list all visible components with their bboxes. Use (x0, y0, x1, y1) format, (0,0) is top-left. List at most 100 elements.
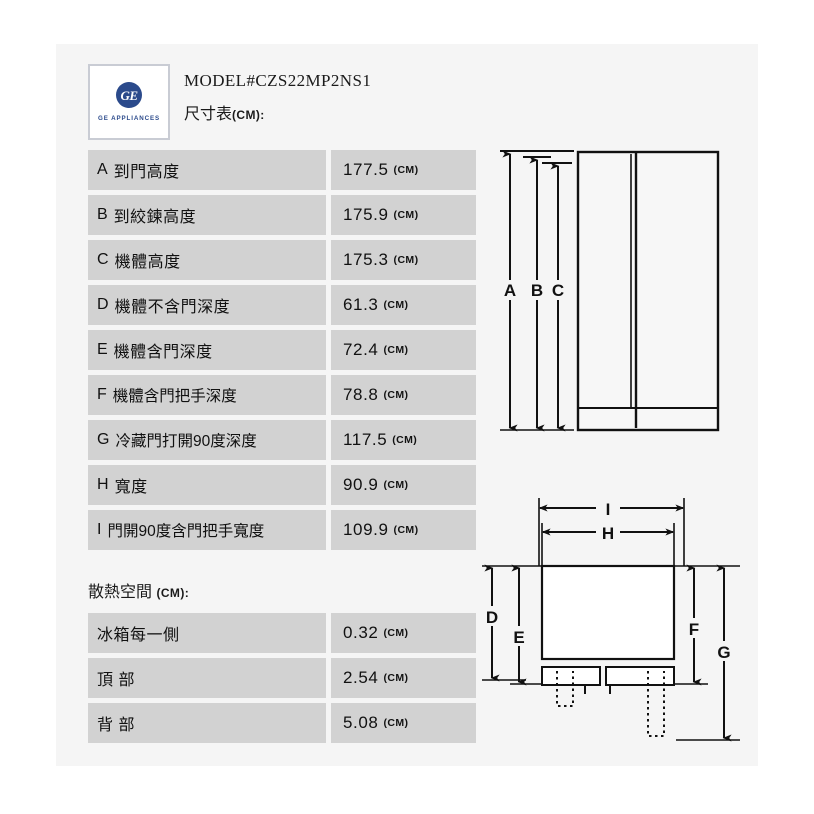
row-value-cell: 78.8 (CM) (331, 375, 476, 415)
row-value: 109.9 (343, 520, 389, 539)
row-unit: (CM) (393, 524, 419, 536)
row-label: 頂 部 (97, 672, 135, 689)
row-value-cell: 90.9 (CM) (331, 465, 476, 505)
row-label-cell: 背 部 (88, 703, 326, 743)
row-value-cell: 72.4 (CM) (331, 330, 476, 370)
row-letter: D (97, 296, 109, 313)
row-unit: (CM) (383, 344, 409, 356)
row-value-cell: 175.3 (CM) (331, 240, 476, 280)
row-value-cell: 2.54 (CM) (331, 658, 476, 698)
row-label-cell: I 門開90度含門把手寬度 (88, 510, 326, 550)
table-row: A 到門高度 177.5 (CM) (88, 150, 476, 190)
table-row: H 寬度 90.9 (CM) (88, 465, 476, 505)
row-label-cell: C 機體高度 (88, 240, 326, 280)
cabinet-plan-outline (540, 564, 676, 661)
ge-wordmark: GE APPLIANCES (97, 115, 160, 122)
dim-label-a: A (504, 281, 516, 300)
row-label-cell: E 機體含門深度 (88, 330, 326, 370)
clearance-heading: 散熱空間 (CM): (88, 578, 189, 602)
row-unit: (CM) (393, 254, 419, 266)
clearance-heading-unit: (CM): (156, 586, 190, 600)
clearance-table: 冰箱每一側 0.32 (CM) 頂 部 2.54 (CM) 背 部 5.08 (… (88, 613, 476, 748)
table-row: F 機體含門把手深度 78.8 (CM) (88, 375, 476, 415)
row-label: 機體高度 (114, 254, 181, 271)
dim-label-h: H (602, 524, 614, 543)
row-label: 到絞鍊高度 (113, 209, 197, 226)
row-label-cell: B 到絞鍊高度 (88, 195, 326, 235)
row-label-cell: A 到門高度 (88, 150, 326, 190)
table-row: C 機體高度 175.3 (CM) (88, 240, 476, 280)
row-unit: (CM) (383, 479, 409, 491)
row-label: 寬度 (114, 479, 148, 496)
row-unit: (CM) (383, 299, 409, 311)
dim-label-c: C (552, 281, 564, 300)
top-plan-diagram: I H (468, 478, 758, 768)
page-title: 尺寸表(CM): (184, 100, 265, 124)
row-value: 0.32 (343, 623, 379, 642)
ge-monogram-icon: GE (116, 82, 142, 108)
row-label-cell: H 寬度 (88, 465, 326, 505)
row-value-cell: 117.5 (CM) (331, 420, 476, 460)
sheet-header: GE GE APPLIANCES MODEL#CZS22MP2NS1 尺寸表(C… (88, 64, 508, 140)
table-row: 冰箱每一側 0.32 (CM) (88, 613, 476, 653)
right-door-plan (605, 666, 675, 686)
dim-label-g: G (717, 643, 730, 662)
page-title-unit: (CM): (232, 108, 265, 122)
table-row: E 機體含門深度 72.4 (CM) (88, 330, 476, 370)
row-letter: H (97, 476, 109, 493)
row-value-cell: 0.32 (CM) (331, 613, 476, 653)
row-value: 175.3 (343, 250, 389, 269)
ge-monogram-initials: GE (120, 87, 138, 103)
row-value: 5.08 (343, 713, 379, 732)
ge-appliances-logo: GE GE APPLIANCES (88, 64, 170, 140)
left-door-plan (541, 666, 601, 686)
left-handle-projection (556, 671, 574, 707)
row-value: 90.9 (343, 475, 379, 494)
dimensions-table: A 到門高度 177.5 (CM) B 到絞鍊高度 175.9 (CM) C 機… (88, 150, 476, 555)
dim-label-i: I (606, 500, 611, 519)
table-row: G 冷藏門打開90度深度 117.5 (CM) (88, 420, 476, 460)
row-letter: G (97, 431, 110, 448)
dim-label-f: F (689, 620, 699, 639)
row-value-cell: 109.9 (CM) (331, 510, 476, 550)
dim-label-d: D (486, 608, 498, 627)
row-unit: (CM) (392, 434, 418, 446)
page-title-text: 尺寸表 (184, 106, 233, 123)
row-unit: (CM) (383, 717, 409, 729)
row-label-cell: 頂 部 (88, 658, 326, 698)
row-value: 61.3 (343, 295, 379, 314)
row-value-cell: 5.08 (CM) (331, 703, 476, 743)
row-value: 2.54 (343, 668, 379, 687)
row-label: 冷藏門打開90度深度 (115, 433, 257, 450)
row-label-cell: G 冷藏門打開90度深度 (88, 420, 326, 460)
row-label-cell: D 機體不含門深度 (88, 285, 326, 325)
row-value: 175.9 (343, 205, 389, 224)
row-value: 72.4 (343, 340, 379, 359)
row-label: 到門高度 (113, 164, 180, 181)
row-value: 78.8 (343, 385, 379, 404)
row-value: 117.5 (343, 430, 388, 449)
table-row: D 機體不含門深度 61.3 (CM) (88, 285, 476, 325)
row-label-cell: F 機體含門把手深度 (88, 375, 326, 415)
model-number: MODEL#CZS22MP2NS1 (184, 71, 372, 90)
table-row: 背 部 5.08 (CM) (88, 703, 476, 743)
row-label: 機體不含門深度 (114, 299, 231, 316)
row-label: 背 部 (97, 717, 135, 734)
row-letter: C (97, 251, 109, 268)
clearance-heading-text: 散熱空間 (88, 584, 153, 601)
front-elevation-diagram: A B C (496, 140, 756, 460)
right-handle-projection (647, 671, 665, 737)
row-letter: E (97, 341, 108, 358)
dim-label-e: E (513, 628, 524, 647)
row-letter: A (97, 161, 108, 178)
row-label-cell: 冰箱每一側 (88, 613, 326, 653)
row-label: 門開90度含門把手寬度 (107, 523, 265, 540)
row-unit: (CM) (383, 389, 409, 401)
row-letter: F (97, 386, 107, 403)
table-row: I 門開90度含門把手寬度 109.9 (CM) (88, 510, 476, 550)
row-value: 177.5 (343, 160, 389, 179)
table-row: 頂 部 2.54 (CM) (88, 658, 476, 698)
row-label: 機體含門把手深度 (112, 388, 237, 405)
row-unit: (CM) (383, 627, 409, 639)
